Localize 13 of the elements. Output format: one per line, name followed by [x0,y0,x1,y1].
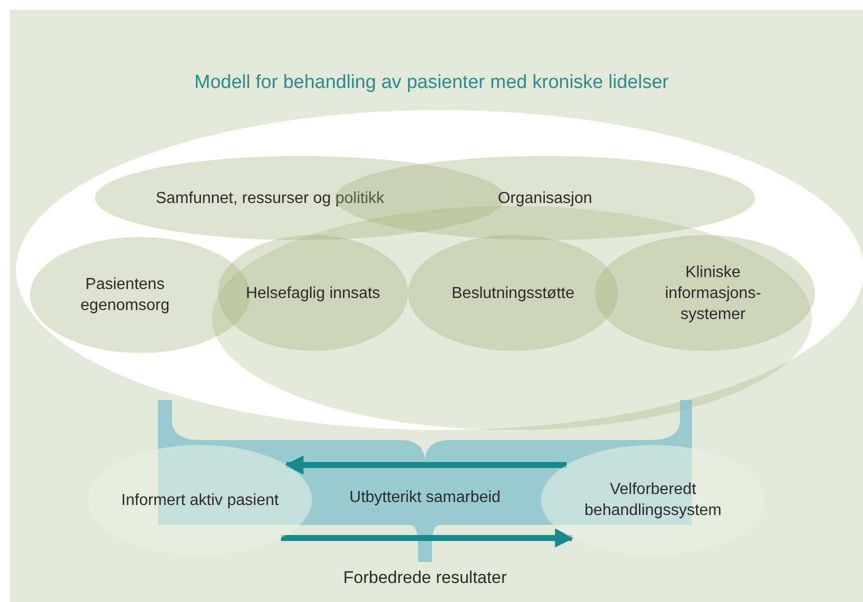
node-text: Helsefaglig innsats [246,284,380,304]
node-text: Beslutningsstøtte [452,284,574,304]
arrow [284,455,567,475]
node-text: Samfunnet, ressurser og politikk [156,188,384,208]
title: Modell for behandling av pasienter med kroniske lidelser [194,72,669,94]
node-text: Organisasjon [498,188,592,208]
node-text: Informert aktiv pasient [121,490,279,510]
outcome-label: Forbedrede resultater [343,568,507,587]
node-text: Pasientens egenomsorg [80,275,170,316]
node-text: Velforberedt behandlingssystem [584,480,722,521]
arrow [280,528,574,548]
band-label: Utbytterikt samarbeid [349,488,501,508]
node-text: Kliniske informasjons- systemer [664,262,762,324]
